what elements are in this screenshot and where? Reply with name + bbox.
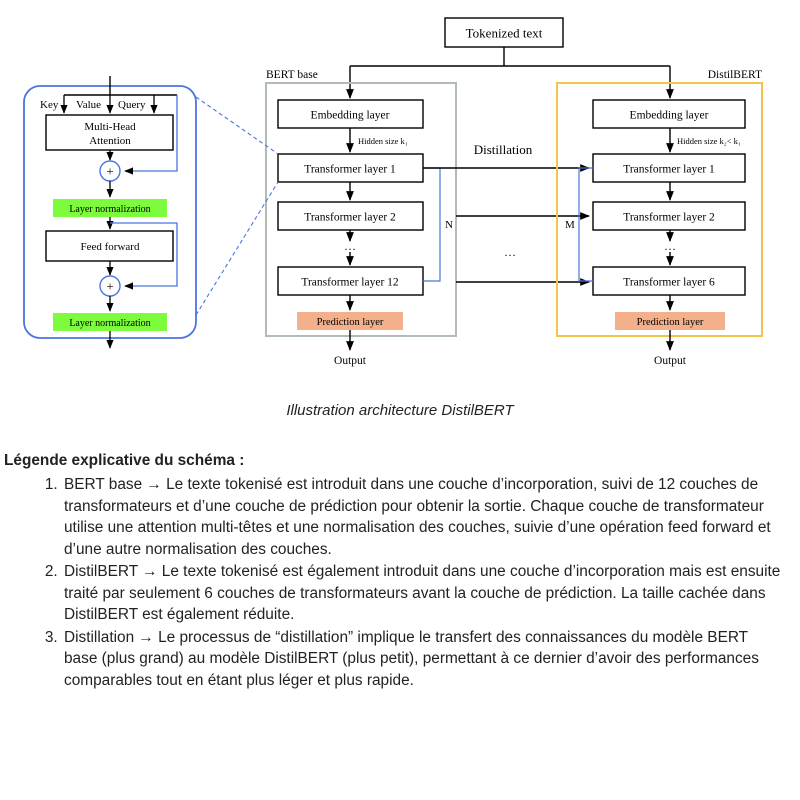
student-ellipsis: …	[664, 239, 676, 253]
student-hidden-size: Hidden size k₂< k₁	[677, 136, 741, 146]
input-split-connector	[350, 47, 670, 67]
teacher-embedding-label: Embedding layer	[311, 110, 390, 122]
student-prediction-label: Prediction layer	[637, 317, 704, 328]
multi-head-attention-label-1: Multi-Head	[84, 121, 136, 133]
legend-item-bert-base: BERT base → Le texte tokenisé est introd…	[62, 474, 784, 560]
figure-caption: Illustration architecture DistilBERT	[286, 402, 514, 419]
student-transformer-label-6: Transformer layer 6	[623, 277, 715, 289]
teacher-prediction-label: Prediction layer	[317, 317, 384, 328]
student-transformer-label-2: Transformer layer 2	[623, 212, 715, 224]
student-transformer-layer-1	[592, 153, 746, 183]
detail-key-label: Key	[40, 99, 59, 111]
student-transformer-label-1: Transformer layer 1	[623, 164, 715, 176]
distilbert-label: DistilBERT	[708, 69, 762, 81]
student-transformer-layer-2	[592, 201, 746, 231]
multi-head-attention-label-2: Attention	[89, 135, 131, 147]
student-embedding-label: Embedding layer	[630, 110, 709, 122]
distillation-ellipsis: …	[504, 245, 516, 259]
tokenized-text-label: Tokenized text	[466, 26, 543, 41]
add-node-1-symbol: +	[106, 164, 113, 179]
teacher-count-symbol: N	[445, 219, 453, 231]
legend-title: Légende explicative du schéma :	[4, 452, 245, 469]
bert-base-label: BERT base	[266, 69, 318, 81]
detail-residual-2	[110, 222, 178, 290]
distillation-label: Distillation	[474, 142, 533, 157]
detail-value-label: Value	[76, 99, 101, 111]
student-output-label: Output	[654, 355, 687, 367]
teacher-layer-count-bracket	[423, 167, 441, 282]
teacher-transformer-label-12: Transformer layer 12	[301, 277, 399, 289]
bert-base-container	[265, 82, 457, 337]
detail-residual-1	[124, 95, 178, 175]
add-node-2-symbol: +	[106, 279, 113, 294]
legend-list: BERT base → Le texte tokenisé est introd…	[4, 474, 784, 691]
feed-forward-label: Feed forward	[81, 241, 140, 253]
legend-item-distillation: Distillation → Le processus de “distilla…	[62, 627, 784, 692]
student-count-symbol: M	[565, 219, 575, 231]
layer-normalization-1	[53, 199, 167, 217]
layer-normalization-label-2: Layer normalization	[69, 318, 150, 329]
zoom-line-top	[195, 96, 279, 155]
teacher-transformer-label-1: Transformer layer 1	[304, 164, 396, 176]
distilbert-architecture-diagram: Tokenized text BERT base Embedding layer…	[23, 17, 763, 367]
student-transformer-layer-6	[592, 266, 746, 296]
student-prediction-layer	[615, 312, 725, 330]
legend-item-distilbert: DistilBERT → Le texte tokenisé est égale…	[62, 561, 784, 626]
student-embedding-layer	[592, 99, 746, 129]
distilbert-container	[556, 82, 763, 337]
teacher-output-label: Output	[334, 355, 367, 367]
teacher-ellipsis: …	[344, 239, 356, 253]
teacher-embedding-layer	[277, 99, 424, 129]
teacher-transformer-label-2: Transformer layer 2	[304, 212, 396, 224]
student-layer-count-bracket	[578, 167, 593, 282]
teacher-prediction-layer	[297, 312, 403, 330]
legend-section: Légende explicative du schéma : BERT bas…	[4, 452, 784, 692]
teacher-hidden-size: Hidden size k₁	[358, 136, 408, 146]
detail-input-branch	[64, 76, 177, 96]
layer-normalization-label-1: Layer normalization	[69, 204, 150, 215]
tokenized-text-box	[444, 17, 564, 48]
zoom-line-bottom	[195, 181, 279, 316]
detail-query-label: Query	[118, 99, 146, 111]
layer-normalization-2	[53, 313, 167, 331]
teacher-transformer-layer-2	[277, 201, 424, 231]
